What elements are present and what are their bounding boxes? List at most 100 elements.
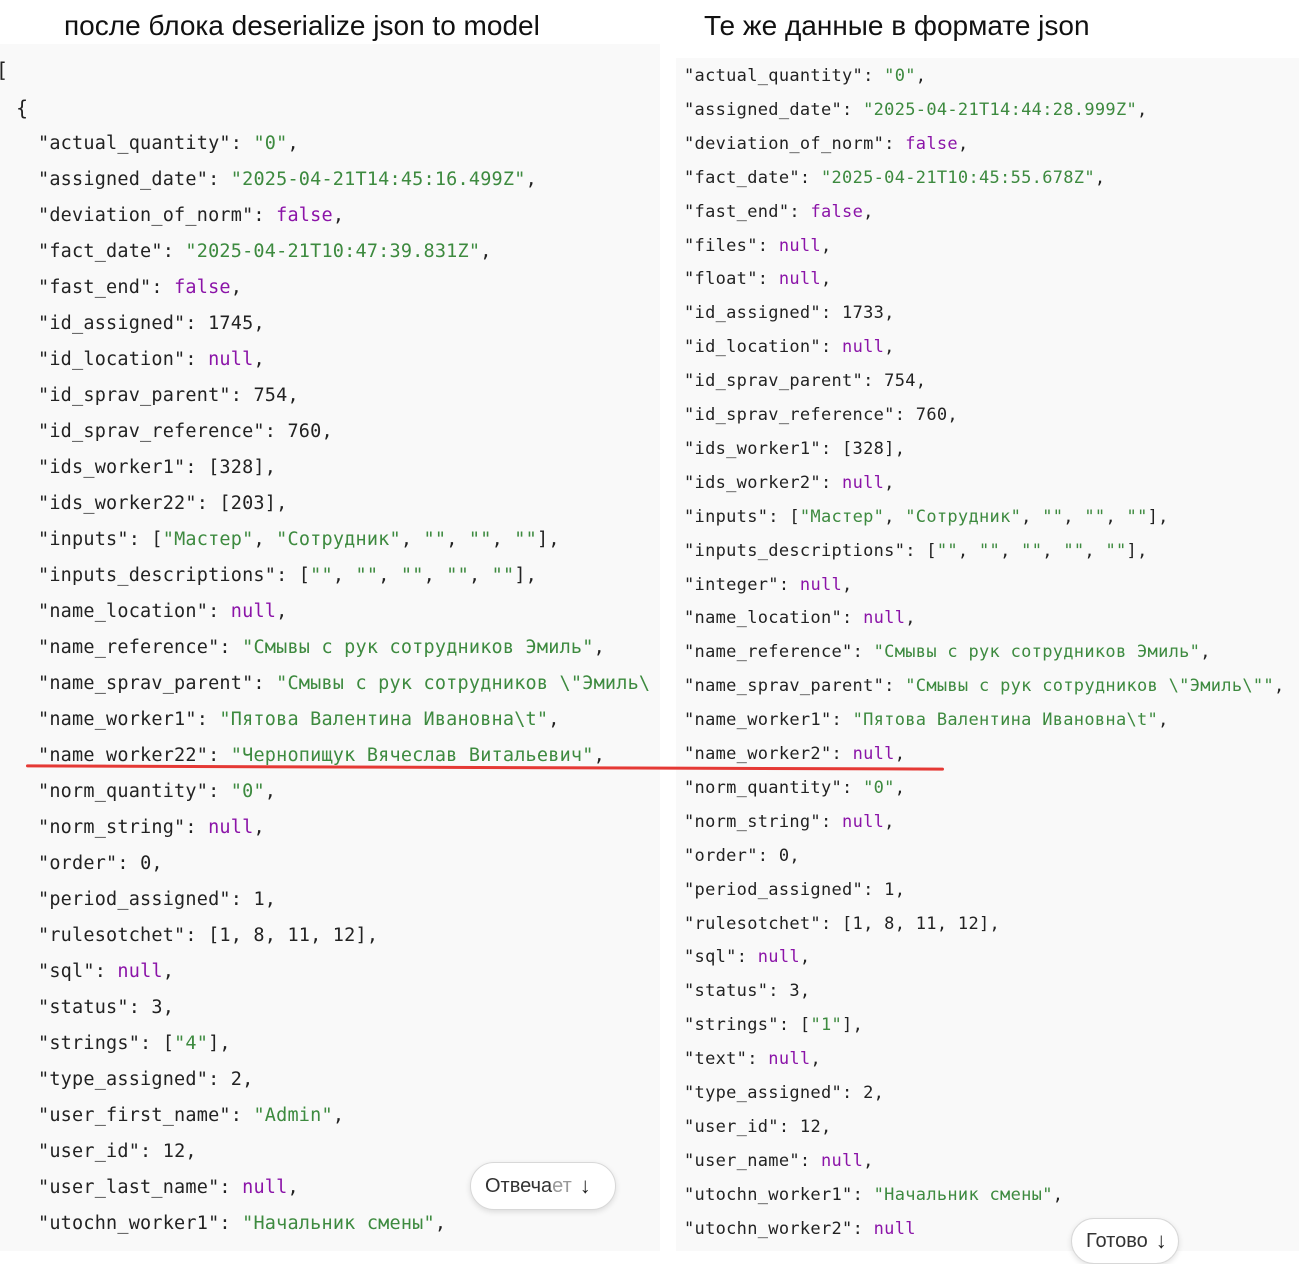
code-token: null bbox=[208, 817, 254, 838]
code-token: , bbox=[957, 133, 969, 154]
code-token: "Сотрудник" bbox=[905, 506, 1022, 527]
code-line: "inputs_descriptions": ["", "", "", "", … bbox=[38, 564, 537, 588]
code-token: "name_location" bbox=[684, 608, 843, 629]
code-line: "strings": ["4"], bbox=[38, 1032, 231, 1056]
code-token: "" bbox=[514, 529, 537, 550]
code-token: "Пятова Валентина Ивановна\t" bbox=[219, 709, 549, 730]
code-token: : bbox=[831, 710, 853, 731]
code-token: , bbox=[1021, 506, 1043, 527]
code-token: : bbox=[128, 997, 152, 1018]
code-token: "name_sprav_parent" bbox=[38, 673, 254, 694]
code-token: "Начальник смены" bbox=[242, 1213, 435, 1234]
code-line: "ids_worker2": null, bbox=[684, 471, 895, 495]
code-token: , bbox=[873, 1083, 885, 1103]
code-token: : bbox=[789, 201, 811, 222]
code-token: : bbox=[208, 745, 231, 766]
code-token: "Начальник смены" bbox=[873, 1184, 1053, 1205]
code-token: : bbox=[768, 981, 790, 1002]
code-token: : bbox=[253, 205, 277, 226]
code-token: 0 bbox=[778, 845, 790, 866]
code-token: false bbox=[810, 201, 864, 222]
code-token: "strings" bbox=[38, 1033, 141, 1054]
code-token: "inputs" bbox=[684, 506, 769, 527]
code-token: "status" bbox=[38, 997, 129, 1018]
code-line: "name_sprav_parent": "Смывы с рук сотруд… bbox=[38, 672, 650, 696]
code-token: 0 bbox=[140, 853, 152, 874]
code-token: "ids_worker1" bbox=[38, 457, 186, 478]
code-token: "0" bbox=[863, 777, 895, 798]
code-token: "" bbox=[936, 540, 958, 561]
code-line: "assigned_date": "2025-04-21T14:45:16.49… bbox=[38, 168, 537, 192]
responding-scroll-button[interactable]: Отвечает ↓ bbox=[470, 1162, 616, 1210]
code-line: "strings": ["1"], bbox=[684, 1013, 863, 1037]
code-token: , bbox=[915, 66, 927, 86]
code-token: "user_id" bbox=[38, 1141, 141, 1162]
code-token: , bbox=[810, 1049, 821, 1070]
code-line: "actual_quantity": "0", bbox=[38, 132, 299, 156]
code-token: : bbox=[894, 405, 916, 425]
code-line: "name_worker2": null, bbox=[684, 742, 905, 766]
code-token: : bbox=[208, 781, 231, 802]
code-token: , bbox=[884, 337, 895, 358]
code-token: , bbox=[1105, 506, 1127, 527]
code-line: "ids_worker1": [328], bbox=[38, 456, 276, 480]
code-token: "files" bbox=[684, 235, 758, 256]
code-token: : bbox=[185, 349, 209, 370]
code-line: "deviation_of_norm": false, bbox=[684, 132, 968, 156]
code-token: "2025-04-21T10:47:39.831Z" bbox=[185, 241, 481, 262]
code-token: : [ bbox=[768, 506, 800, 527]
code-token: "" bbox=[1021, 540, 1043, 561]
code-token: : bbox=[219, 1177, 243, 1198]
code-token: "4" bbox=[174, 1033, 209, 1054]
code-token: null bbox=[863, 608, 906, 629]
code-token: , bbox=[423, 565, 447, 586]
code-token: "fast_end" bbox=[684, 201, 790, 222]
code-token: , bbox=[905, 608, 916, 629]
code-token: null bbox=[768, 1049, 811, 1070]
code-line: "utochn_worker1": "Начальник смены", bbox=[684, 1183, 1063, 1207]
code-line: "name_worker1": "Пятова Валентина Иванов… bbox=[684, 708, 1169, 732]
code-token: null bbox=[117, 961, 163, 982]
code-token: : bbox=[185, 313, 209, 334]
code-token: : [ bbox=[778, 1015, 811, 1036]
code-line: "id_location": null, bbox=[684, 335, 895, 359]
code-token: "name_worker2" bbox=[684, 744, 832, 764]
code-token: , bbox=[894, 879, 906, 900]
code-token: false bbox=[276, 205, 333, 226]
code-line: "utochn_worker1": "Начальник смены", bbox=[38, 1212, 446, 1236]
code-token: null bbox=[842, 337, 885, 358]
code-token: null bbox=[842, 472, 885, 493]
code-token: : bbox=[778, 1116, 800, 1137]
code-token: "name_sprav_parent" bbox=[684, 676, 885, 697]
code-token: "user_first_name" bbox=[38, 1105, 231, 1126]
code-token: "utochn_worker1" bbox=[684, 1184, 853, 1205]
code-token: null bbox=[799, 574, 843, 595]
code-line: "ids_worker1": [328], bbox=[684, 437, 905, 461]
code-token: "Пятова Валентина Ивановна\t" bbox=[852, 710, 1159, 731]
code-line: "id_assigned": 1745, bbox=[38, 312, 265, 336]
code-line: "user_id": 12, bbox=[684, 1115, 832, 1139]
code-token: , bbox=[468, 565, 492, 586]
code-token: ], bbox=[208, 1033, 231, 1054]
code-line: "id_sprav_reference": 760, bbox=[684, 403, 958, 427]
code-token: "ids_worker2" bbox=[684, 472, 821, 493]
code-token: 760 bbox=[287, 421, 322, 442]
code-token: : bbox=[151, 277, 175, 298]
code-token: ], bbox=[536, 529, 560, 550]
code-token: "norm_quantity" bbox=[684, 777, 843, 798]
code-line: "integer": null, bbox=[684, 573, 853, 597]
code-token: , bbox=[230, 277, 243, 298]
code-line: "files": null, bbox=[684, 234, 832, 258]
code-token: 1733 bbox=[842, 303, 885, 324]
code-line: "fast_end": false, bbox=[38, 276, 242, 300]
code-token: : bbox=[757, 845, 779, 866]
code-token: : bbox=[196, 709, 220, 730]
code-token: , bbox=[593, 637, 605, 658]
done-scroll-button[interactable]: Готово ↓ bbox=[1071, 1218, 1179, 1264]
code-token: "assigned_date" bbox=[38, 169, 209, 190]
code-token: "id_sprav_reference" bbox=[38, 421, 265, 442]
code-token: , bbox=[1042, 540, 1064, 561]
code-line: "fact_date": "2025-04-21T10:45:55.678Z", bbox=[684, 166, 1105, 190]
code-token: "name_worker1" bbox=[684, 710, 832, 731]
code-token: : bbox=[736, 947, 758, 968]
